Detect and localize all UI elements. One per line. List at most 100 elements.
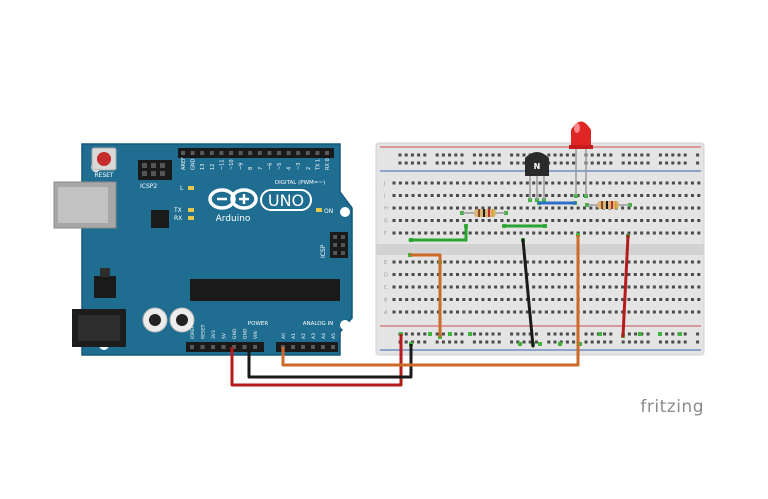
breadboard-hole bbox=[424, 194, 428, 197]
breadboard-hole bbox=[665, 219, 669, 222]
breadboard-hole bbox=[417, 206, 421, 210]
breadboard-hole bbox=[516, 161, 520, 165]
breadboard-hole bbox=[627, 231, 631, 235]
breadboard-hole bbox=[506, 273, 510, 276]
breadboard-hole bbox=[640, 231, 644, 235]
breadboard-hole bbox=[398, 260, 402, 264]
breadboard-hole bbox=[570, 310, 574, 314]
breadboard-hole bbox=[513, 285, 517, 289]
breadboard-hole bbox=[424, 260, 428, 264]
breadboard-hole bbox=[659, 285, 663, 289]
breadboard-hole bbox=[430, 206, 434, 210]
breadboard-hole bbox=[513, 231, 517, 235]
breadboard-hole bbox=[525, 206, 529, 210]
breadboard-hole bbox=[411, 298, 415, 301]
breadboard-hole bbox=[646, 273, 650, 276]
breadboard-hole-connected bbox=[558, 342, 562, 346]
breadboard-hole bbox=[405, 181, 409, 185]
breadboard-hole bbox=[595, 285, 599, 289]
breadboard-hole bbox=[424, 310, 428, 314]
power-pin-label: 3V3 bbox=[211, 330, 217, 339]
breadboard-hole bbox=[410, 332, 414, 336]
reset-button-cap[interactable] bbox=[97, 152, 111, 166]
breadboard-hole bbox=[481, 181, 485, 185]
breadboard-hole bbox=[443, 194, 447, 197]
analog-pin bbox=[311, 345, 315, 349]
breadboard-hole bbox=[697, 194, 701, 197]
breadboard-hole bbox=[570, 273, 574, 276]
breadboard-hole bbox=[506, 285, 510, 289]
row-letter: J bbox=[383, 181, 385, 187]
breadboard-hole bbox=[462, 310, 466, 314]
analog-pin-label: A5 bbox=[331, 333, 337, 339]
breadboard-hole bbox=[506, 260, 510, 264]
led-rx bbox=[188, 216, 194, 220]
breadboard-hole bbox=[652, 206, 656, 210]
icsp2-label: ICSP2 bbox=[140, 183, 157, 190]
breadboard-hole bbox=[516, 332, 520, 336]
breadboard-hole bbox=[449, 181, 453, 185]
digital-label: DIGITAL (PWM=~) bbox=[275, 180, 325, 186]
breadboard-hole bbox=[652, 298, 656, 301]
breadboard-hole bbox=[522, 332, 526, 336]
breadboard-hole bbox=[563, 273, 567, 276]
breadboard-hole bbox=[646, 194, 650, 197]
breadboard-hole bbox=[646, 231, 650, 235]
breadboard-hole bbox=[448, 161, 452, 165]
breadboard-hole bbox=[411, 206, 415, 210]
digital-pin-label: ~10 bbox=[229, 159, 235, 170]
breadboard-hole-connected bbox=[578, 342, 582, 346]
breadboard-hole bbox=[609, 153, 613, 157]
breadboard-hole bbox=[454, 340, 458, 344]
breadboard-hole bbox=[690, 194, 694, 197]
breadboard-hole bbox=[678, 194, 682, 197]
breadboard-hole bbox=[443, 298, 447, 301]
digital-pin bbox=[219, 151, 224, 155]
breadboard-hole bbox=[538, 181, 542, 185]
breadboard-hole bbox=[608, 194, 612, 197]
breadboard-hole bbox=[538, 219, 542, 222]
breadboard-hole bbox=[678, 273, 682, 276]
breadboard-hole bbox=[456, 273, 459, 276]
breadboard-hole bbox=[454, 332, 458, 336]
breadboard-hole bbox=[697, 273, 701, 276]
breadboard-hole bbox=[405, 260, 409, 264]
analog-pin-label: A0 bbox=[281, 333, 287, 339]
breadboard-hole bbox=[665, 153, 669, 157]
breadboard-hole bbox=[398, 298, 402, 301]
breadboard-hole bbox=[468, 310, 472, 314]
atmega-chip bbox=[190, 279, 340, 301]
breadboard-hole bbox=[392, 181, 396, 185]
breadboard-hole bbox=[640, 206, 644, 210]
breadboard-hole bbox=[544, 181, 548, 185]
breadboard-hole bbox=[621, 206, 625, 210]
breadboard-hole bbox=[532, 206, 536, 210]
breadboard-hole bbox=[487, 181, 491, 185]
breadboard-hole bbox=[565, 161, 569, 165]
breadboard-hole bbox=[652, 181, 656, 185]
green-jumper-wire bbox=[408, 224, 468, 242]
breadboard-hole bbox=[462, 181, 466, 185]
breadboard-hole-connected bbox=[448, 332, 452, 336]
digital-pin bbox=[296, 151, 301, 155]
breadboard-hole bbox=[487, 260, 491, 264]
breadboard-hole bbox=[671, 310, 675, 314]
breadboard-hole bbox=[633, 310, 637, 314]
breadboard-hole bbox=[510, 340, 514, 344]
reset-label: RESET bbox=[94, 172, 114, 179]
breadboard-hole bbox=[417, 310, 421, 314]
voltage-regulator bbox=[94, 276, 116, 298]
breadboard-hole bbox=[481, 231, 485, 235]
digital-pin bbox=[200, 151, 205, 155]
breadboard-hole bbox=[563, 298, 567, 301]
breadboard-hole bbox=[443, 273, 447, 276]
breadboard-hole bbox=[640, 273, 644, 276]
breadboard-hole bbox=[392, 219, 396, 222]
breadboard-hole bbox=[659, 273, 663, 276]
breadboard-hole bbox=[449, 219, 453, 222]
board-pcb bbox=[81, 143, 353, 356]
breadboard-hole bbox=[671, 340, 675, 344]
breadboard-hole bbox=[513, 181, 517, 185]
breadboard-hole bbox=[570, 219, 574, 222]
digital-pin-holes bbox=[181, 151, 329, 155]
